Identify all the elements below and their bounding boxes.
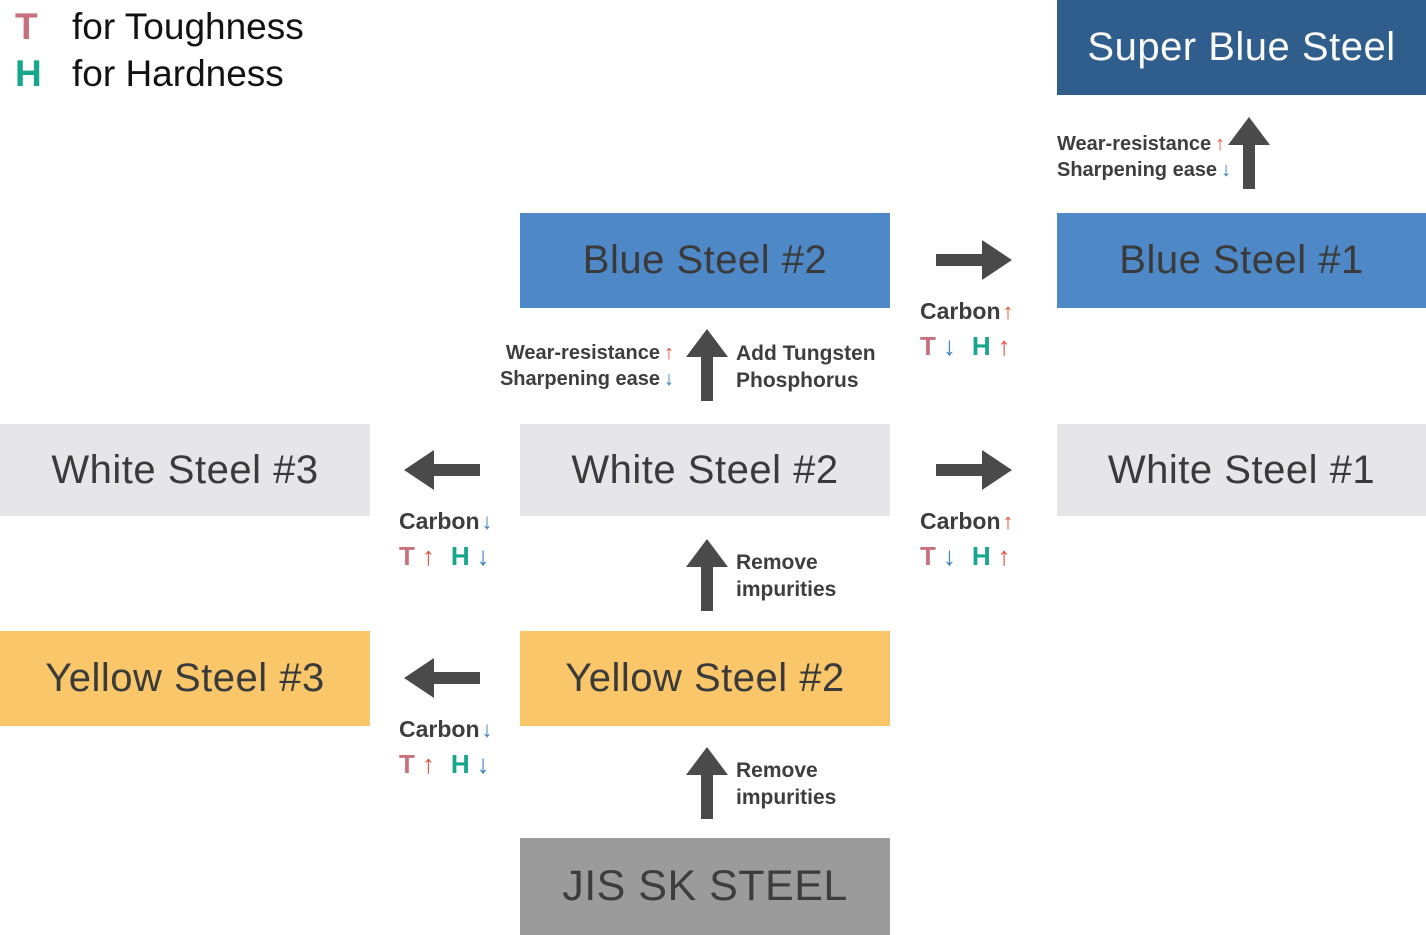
sharpening-ease-line: Sharpening ease↓ <box>499 368 674 390</box>
hardness-symbol: H <box>450 749 470 779</box>
arrow-left-icon <box>404 450 480 490</box>
down-arrow-glyph: ↓ <box>476 749 490 779</box>
toughness-hardness-line: T↓ H↑ <box>920 543 1014 569</box>
box-label: Super Blue Steel <box>1087 25 1396 69</box>
carbon-line: Carbon↓ <box>399 716 493 743</box>
toughness-symbol: T <box>15 6 38 47</box>
label-yellow2-to-yellow3: Carbon↓ T↑H↓ <box>399 716 493 778</box>
hardness-symbol: H <box>15 53 42 94</box>
box-label: Yellow Steel #3 <box>45 656 325 700</box>
legend-toughness: T for Toughness <box>15 6 304 53</box>
up-arrow-glyph: ↑ <box>1002 299 1014 324</box>
sharpening-ease-line: Sharpening ease↓ <box>1057 159 1232 181</box>
phosphorus-line: Phosphorus <box>736 369 859 392</box>
arrow-yellow2-to-white2 <box>686 539 728 611</box>
remove-line: Remove <box>736 551 818 574</box>
box-label: White Steel #1 <box>1107 447 1376 492</box>
hardness-label: for Hardness <box>72 53 284 94</box>
toughness-hardness-line: T↑ H↓ <box>399 543 493 569</box>
down-arrow-glyph: ↓ <box>942 541 956 571</box>
down-arrow-glyph: ↓ <box>476 541 490 571</box>
label-jis-to-yellow2: Remove impurities <box>736 757 836 811</box>
label-white2-to-blue2-right: Add Tungsten Phosphorus <box>736 340 876 394</box>
impurities-line: impurities <box>736 578 837 601</box>
toughness-label: for Toughness <box>72 6 304 47</box>
arrow-jis-to-yellow2 <box>686 747 728 819</box>
toughness-hardness-line: T↑ H↓ <box>399 751 493 777</box>
hardness-symbol: H <box>971 541 991 571</box>
box-blue-steel-1: Blue Steel #1 <box>1057 213 1426 308</box>
toughness-symbol: T <box>920 541 936 571</box>
hardness-symbol: H <box>971 331 991 361</box>
arrow-white2-to-white1 <box>936 450 1012 490</box>
label-yellow2-to-white2: Remove impurities <box>736 549 836 603</box>
up-arrow-glyph: ↑ <box>997 541 1011 571</box>
box-jis-sk-steel: JIS SK STEEL <box>520 838 890 935</box>
arrow-up-icon <box>1228 117 1270 189</box>
down-arrow-glyph: ↓ <box>942 331 956 361</box>
up-arrow-glyph: ↑ <box>421 749 435 779</box>
box-label: Yellow Steel #2 <box>565 656 845 700</box>
hardness-symbol: H <box>450 541 470 571</box>
down-arrow-glyph: ↓ <box>481 717 493 742</box>
arrow-up-icon <box>686 539 728 611</box>
box-label: Blue Steel #2 <box>582 238 828 282</box>
down-arrow-glyph: ↓ <box>481 509 493 534</box>
arrow-up-icon <box>686 747 728 819</box>
carbon-line: Carbon↓ <box>399 508 493 535</box>
add-tungsten-line: Add Tungsten <box>736 342 876 365</box>
arrow-blue2-to-blue1 <box>936 240 1012 280</box>
box-white-steel-3: White Steel #3 <box>0 424 370 516</box>
box-white-steel-2: White Steel #2 <box>520 424 890 516</box>
up-arrow-glyph: ↑ <box>421 541 435 571</box>
label-blue1-to-super: Wear-resistance↑ Sharpening ease↓ <box>1057 131 1231 183</box>
toughness-symbol: T <box>399 541 415 571</box>
remove-line: Remove <box>736 759 818 782</box>
arrow-up-icon <box>686 329 728 401</box>
label-white2-to-blue2-left: Wear-resistance↑ Sharpening ease↓ <box>498 340 674 392</box>
box-super-blue-steel: Super Blue Steel <box>1057 0 1426 95</box>
wear-resistance-line: Wear-resistance↑ <box>1057 133 1226 155</box>
up-arrow-glyph: ↑ <box>664 342 674 364</box>
up-arrow-glyph: ↑ <box>997 331 1011 361</box>
wear-resistance-line: Wear-resistance↑ <box>505 342 674 364</box>
toughness-symbol: T <box>920 331 936 361</box>
arrow-yellow2-to-yellow3 <box>404 658 480 698</box>
carbon-line: Carbon↑ <box>920 298 1014 325</box>
impurities-line: impurities <box>736 786 837 809</box>
arrow-blue1-to-super <box>1228 117 1270 189</box>
up-arrow-glyph: ↑ <box>1002 509 1014 534</box>
box-label: JIS SK STEEL <box>562 862 848 910</box>
box-blue-steel-2: Blue Steel #2 <box>520 213 890 308</box>
label-white2-to-white1: Carbon↑ T↓H↑ <box>920 508 1014 570</box>
toughness-hardness-line: T↓ H↑ <box>920 333 1014 359</box>
toughness-symbol: T <box>399 749 415 779</box>
up-arrow-glyph: ↑ <box>1215 133 1226 155</box>
arrow-right-icon <box>936 450 1012 490</box>
legend: T for Toughness H for Hardness <box>15 6 304 100</box>
arrow-right-icon <box>936 240 1012 280</box>
box-label: White Steel #2 <box>571 447 839 492</box>
arrow-white2-to-blue2 <box>686 329 728 401</box>
box-white-steel-1: White Steel #1 <box>1057 424 1426 516</box>
down-arrow-glyph: ↓ <box>1221 159 1232 181</box>
down-arrow-glyph: ↓ <box>664 368 674 390</box>
legend-hardness: H for Hardness <box>15 53 304 100</box>
label-blue2-to-blue1: Carbon↑ T↓H↑ <box>920 298 1014 360</box>
box-label: White Steel #3 <box>51 447 319 492</box>
box-yellow-steel-2: Yellow Steel #2 <box>520 631 890 726</box>
box-label: Blue Steel #1 <box>1119 238 1364 282</box>
label-white2-to-white3: Carbon↓ T↑H↓ <box>399 508 493 570</box>
arrow-left-icon <box>404 658 480 698</box>
box-yellow-steel-3: Yellow Steel #3 <box>0 631 370 726</box>
carbon-line: Carbon↑ <box>920 508 1014 535</box>
arrow-white2-to-white3 <box>404 450 480 490</box>
